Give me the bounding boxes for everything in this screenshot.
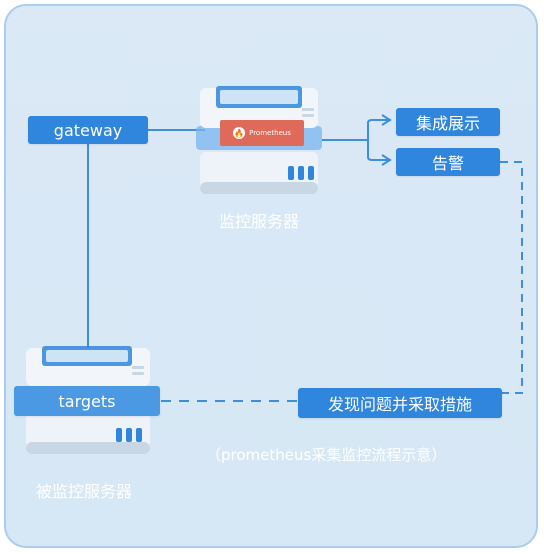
dashed-alert-action (500, 161, 523, 394)
targets-node: targets (14, 386, 160, 416)
prometheus-label: Prometheus (249, 129, 291, 137)
action-node: 发现问题并采取措施 (298, 388, 502, 418)
prometheus-flame-icon: 🔥 (233, 127, 246, 139)
monitored-server-caption: 被监控服务器 (35, 482, 132, 501)
monitor-server-caption: 监控服务器 (218, 212, 299, 231)
monitored-server-icon (26, 346, 150, 454)
diagram-note: （prometheus采集监控流程示意） (206, 446, 447, 464)
gateway-node: gateway (28, 116, 148, 144)
alert-node: 告警 (396, 148, 500, 176)
prometheus-badge: 🔥 Prometheus (220, 120, 304, 146)
arrow-to-display (367, 119, 388, 140)
integrate-display-node: 集成展示 (396, 108, 500, 136)
arrow-to-alert (367, 140, 388, 161)
